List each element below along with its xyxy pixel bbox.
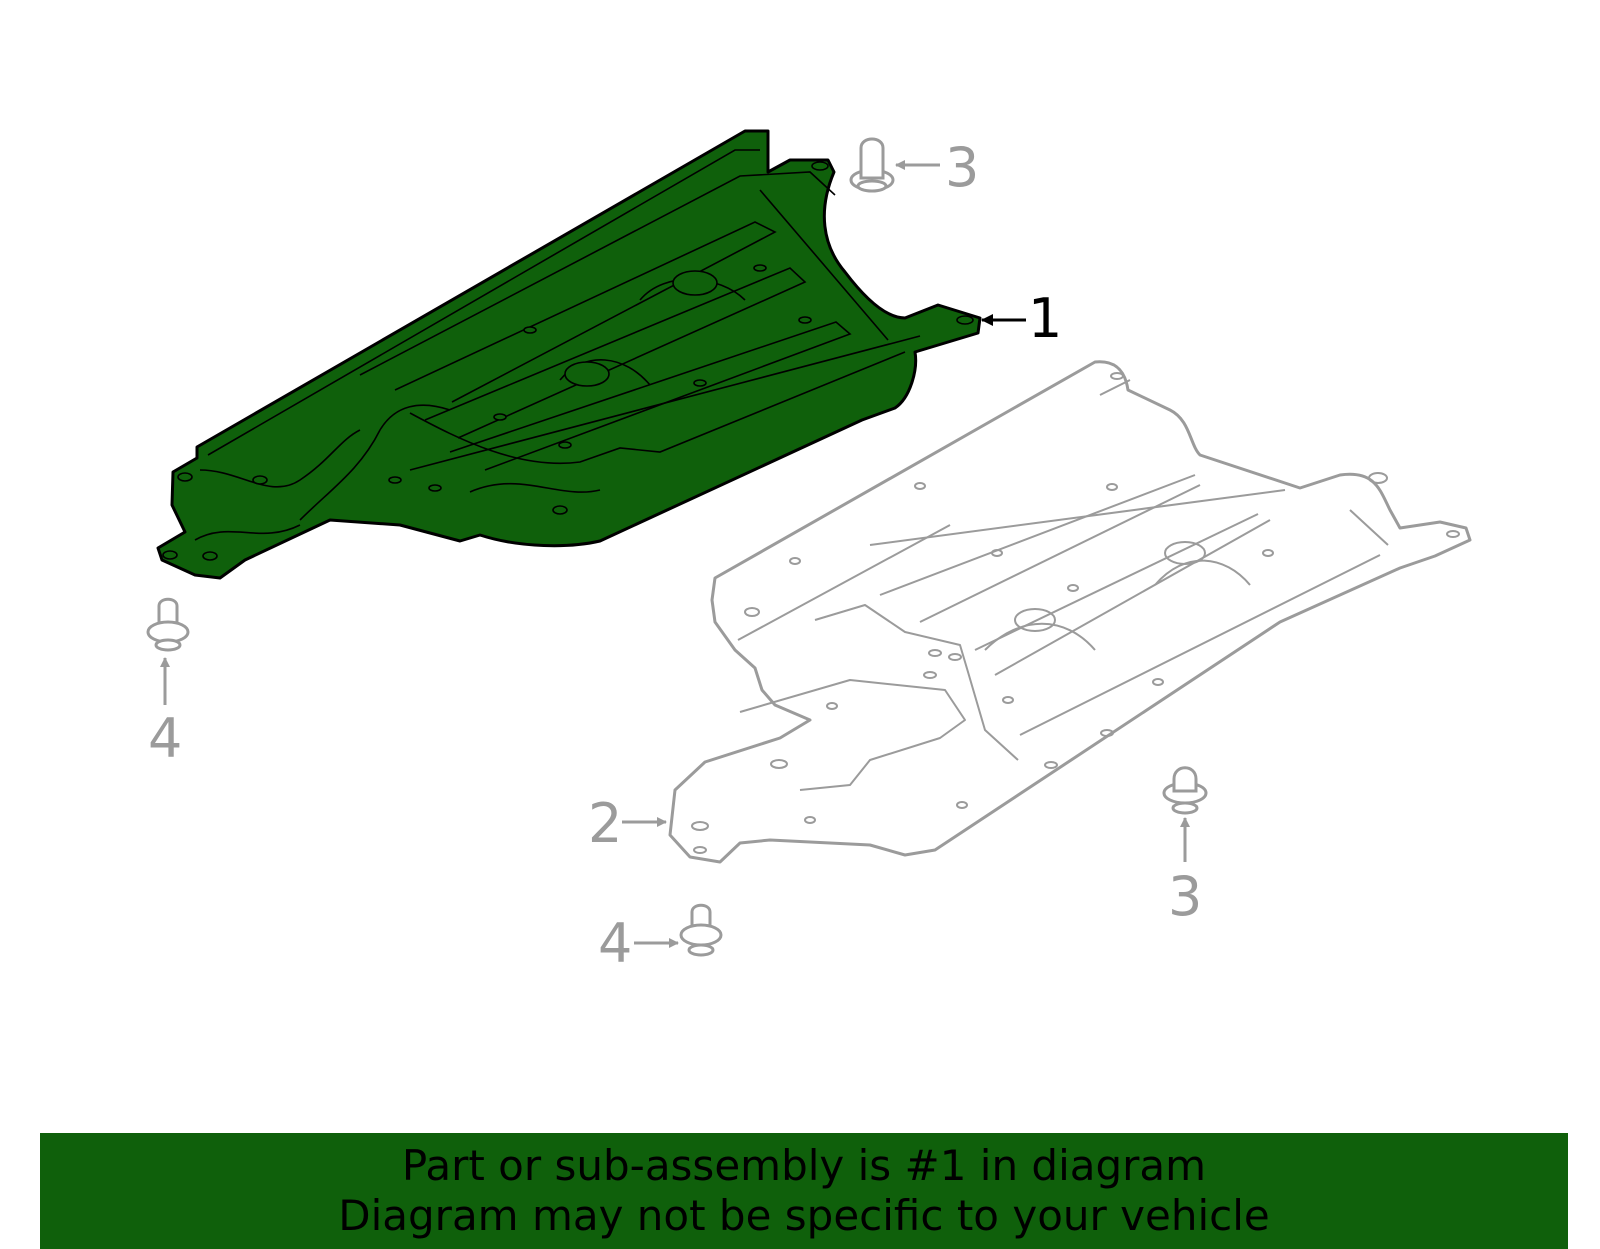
callout-arrows xyxy=(160,160,1190,948)
callout-1: 1 xyxy=(1028,287,1062,350)
callout-3-bottom: 3 xyxy=(1168,865,1202,928)
shield-2-outline xyxy=(668,360,1472,864)
clip-fastener-3-bottom[interactable] xyxy=(1162,766,1208,815)
splash-shield-details xyxy=(194,149,921,541)
callout-4-left: 4 xyxy=(148,707,182,770)
callout-4-bottom: 4 xyxy=(598,912,632,975)
bolt-fastener-4-left[interactable] xyxy=(146,597,190,652)
bolt-fastener-4-bottom[interactable] xyxy=(679,903,723,957)
banner-line-2: Diagram may not be specific to your vehi… xyxy=(338,1191,1270,1240)
shield-2-details xyxy=(737,379,1389,791)
info-banner: Part or sub-assembly is #1 in diagram Di… xyxy=(40,1133,1568,1249)
splash-shield-outline xyxy=(156,129,982,580)
splash-shield-part-1[interactable] xyxy=(156,129,982,580)
callout-3-top: 3 xyxy=(945,136,979,199)
callout-2: 2 xyxy=(588,792,622,855)
splash-shield-holes xyxy=(162,161,974,561)
shield-2-holes xyxy=(691,372,1460,854)
banner-line-1: Part or sub-assembly is #1 in diagram xyxy=(401,1141,1207,1190)
splash-shield-part-2[interactable] xyxy=(668,360,1472,864)
clip-fastener-3-top[interactable] xyxy=(849,137,895,193)
